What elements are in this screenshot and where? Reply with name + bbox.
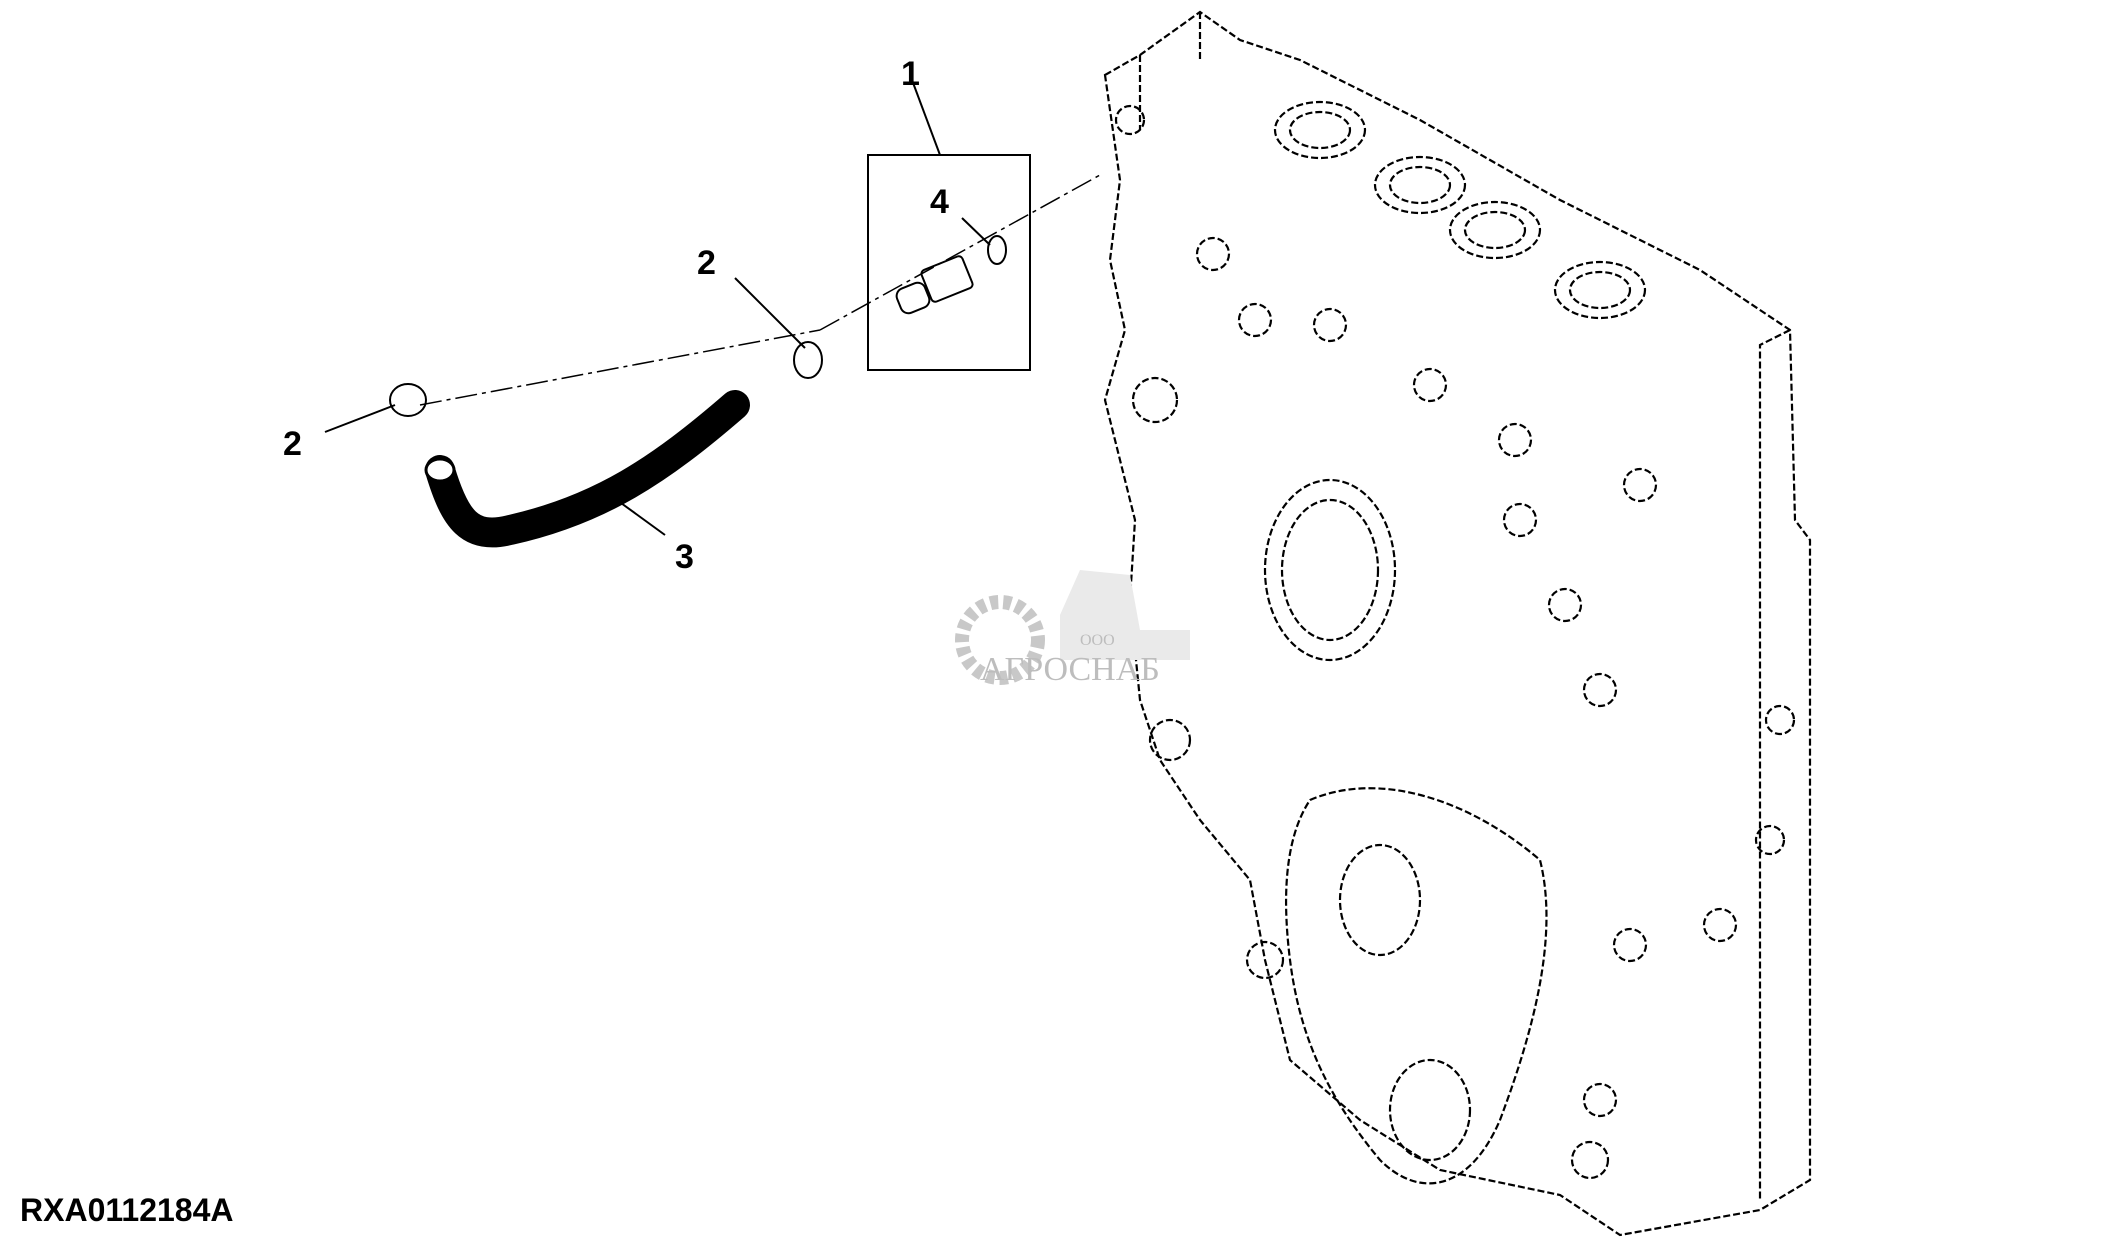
leader-3: [609, 494, 666, 536]
watermark-logo: ООО АГРОСНАБ: [955, 570, 1190, 688]
callout-box-1: [867, 154, 1031, 371]
callout-4: 4: [930, 183, 949, 221]
watermark-name: АГРОСНАБ: [980, 651, 1160, 688]
leader-2-lower: [324, 404, 396, 433]
hose-part-3: [425, 390, 750, 548]
leader-2-upper: [734, 277, 806, 349]
o-ring-part-4: [987, 235, 1007, 265]
hose-end: [424, 457, 456, 483]
leader-1: [911, 79, 941, 156]
leader-4: [961, 217, 991, 246]
callout-2-lower: 2: [283, 425, 302, 463]
clamp-part-2-upper: [793, 341, 823, 379]
engine-front-cover: [1103, 10, 1812, 1237]
assembly-centerline: [419, 174, 1101, 406]
fitting-part-1: [895, 255, 974, 315]
clamp-part-2-lower: [389, 383, 427, 417]
callout-2-upper: 2: [697, 244, 716, 282]
watermark-prefix: ООО: [1080, 632, 1115, 649]
callout-1: 1: [901, 55, 920, 93]
figure-code: RXA0112184A: [20, 1192, 234, 1228]
callout-3: 3: [675, 538, 694, 576]
